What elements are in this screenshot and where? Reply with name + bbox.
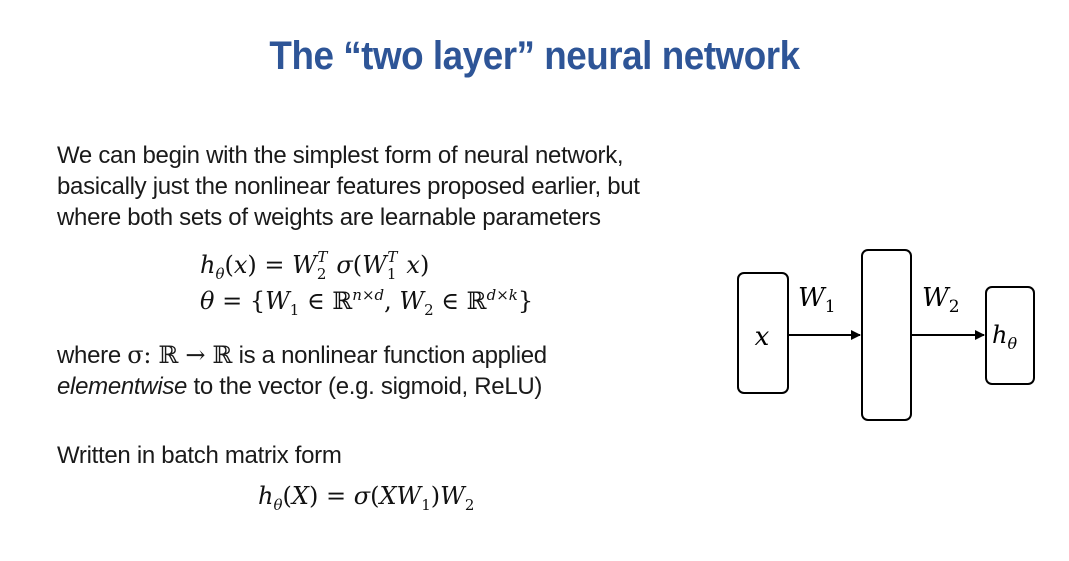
nonlinearity-prefix: where [57, 342, 128, 369]
w2-label: W2 [922, 283, 960, 317]
w1-letter: W [798, 283, 827, 313]
intro-line-3: where both sets of weights are learnable… [57, 204, 601, 231]
intro-line-1: We can begin with the simplest form of n… [57, 142, 624, 169]
w1-subscript: 1 [825, 297, 836, 317]
w1-label: W1 [798, 283, 836, 317]
batch-equation: hθ(X) = σ(XW1)W2 [258, 482, 475, 514]
output-letter: h [992, 321, 1007, 349]
output-subscript: θ [1007, 334, 1017, 353]
nonlinearity-line-2: elementwise to the vector (e.g. sigmoid,… [57, 371, 677, 402]
nonlinearity-line-1: where σ: ℝ → ℝ is a nonlinear function a… [57, 340, 677, 371]
intro-paragraph: We can begin with the simplest form of n… [57, 140, 737, 233]
slide-title: The “two layer” neural network [269, 34, 800, 78]
intro-line-2: basically just the nonlinear features pr… [57, 173, 640, 200]
hidden-node [861, 249, 912, 421]
input-node [737, 272, 789, 394]
parameters-equation: θ = {W1 ∈ ℝn×d, W2 ∈ ℝd×k} [200, 286, 534, 319]
output-node [985, 286, 1035, 385]
output-label: hθ [992, 321, 1017, 353]
w2-subscript: 2 [949, 297, 960, 317]
sigma-definition: σ: ℝ → ℝ [127, 341, 233, 369]
batch-intro: Written in batch matrix form [57, 442, 342, 469]
elementwise-emphasis: elementwise [57, 373, 188, 400]
w2-letter: W [922, 283, 951, 313]
nonlinearity-suffix: is a nonlinear function applied [232, 342, 548, 369]
input-label: x [755, 322, 770, 352]
nonlinearity-line-2-rest: to the vector (e.g. sigmoid, ReLU) [187, 373, 543, 400]
nonlinearity-paragraph: where σ: ℝ → ℝ is a nonlinear function a… [57, 340, 677, 402]
